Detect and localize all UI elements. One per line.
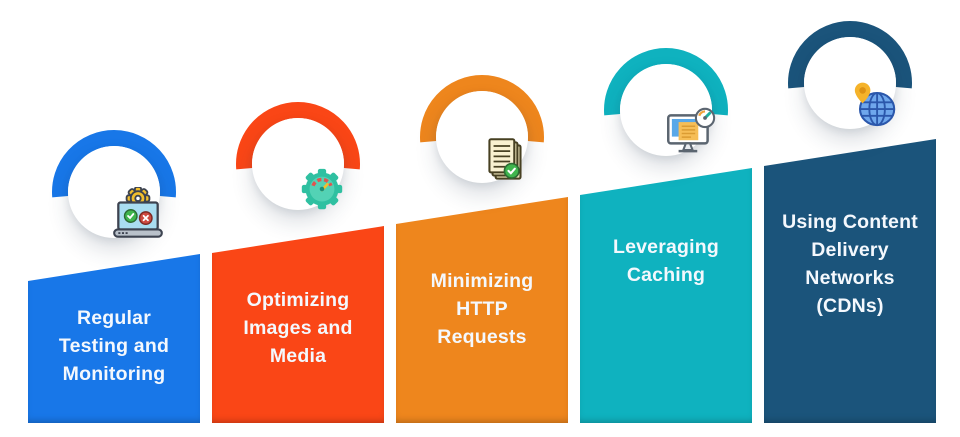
icon-circle (252, 118, 344, 210)
icon-circle (804, 37, 896, 129)
arc-decoration (236, 102, 360, 170)
arc-decoration (420, 75, 544, 143)
label-line: Networks (805, 267, 895, 289)
icon-circle (620, 64, 716, 156)
label-line: Media (269, 345, 327, 367)
label-line: HTTP (456, 298, 508, 320)
monitor-gauge-icon (667, 107, 716, 153)
step-badge (780, 13, 920, 153)
step-label: Minimizing HTTP Requests (402, 267, 562, 351)
label-line: Delivery (811, 239, 889, 261)
step-badge (44, 122, 184, 262)
step-block-leveraging-caching: Leveraging Caching (580, 168, 752, 423)
arc-decoration (604, 48, 728, 116)
label-line: Using Content (782, 211, 918, 233)
label-line: Monitoring (62, 363, 166, 385)
label-line: Testing and (58, 335, 170, 357)
step-label: Optimizing Images and Media (218, 286, 378, 370)
step-label: Regular Testing and Monitoring (34, 304, 194, 388)
step-label: Leveraging Caching (586, 233, 746, 289)
laptop-testing-icon (113, 187, 163, 238)
label-line: (CDNs) (816, 295, 884, 317)
label-line: Regular (76, 307, 151, 329)
icon-circle (68, 146, 163, 238)
label-line: Requests (437, 326, 527, 348)
step-label: Using Content Delivery Networks (CDNs) (770, 208, 930, 320)
step-block-regular-testing-and-monitoring: Regular Testing and Monitoring (28, 254, 200, 423)
step-badge (228, 94, 368, 234)
label-line: Minimizing (430, 270, 534, 292)
globe-pin-icon (854, 82, 896, 127)
step-block-using-cdns: Using Content Delivery Networks (CDNs) (764, 139, 936, 423)
label-line: Leveraging (612, 236, 720, 258)
step-block-optimizing-images-and-media: Optimizing Images and Media (212, 226, 384, 423)
arc-decoration (788, 21, 912, 89)
step-block-minimizing-http-requests: Minimizing HTTP Requests (396, 197, 568, 423)
arc-decoration (52, 130, 176, 198)
label-line: Caching (626, 264, 706, 286)
icon-circle (436, 91, 528, 183)
label-line: Images and (243, 317, 353, 339)
gear-speedometer-icon (301, 168, 343, 210)
label-line: Optimizing (246, 289, 350, 311)
step-badge (596, 40, 736, 180)
documents-check-icon (488, 138, 522, 180)
step-badge (412, 67, 552, 207)
